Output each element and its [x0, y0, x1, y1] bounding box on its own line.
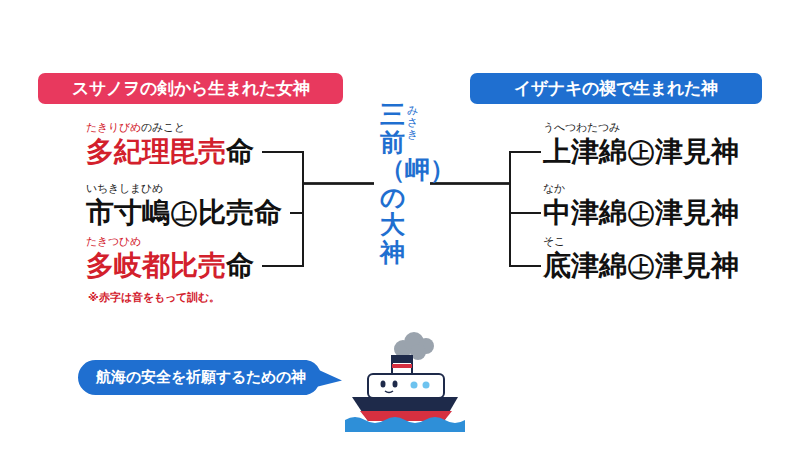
red-part: たきりびめ — [86, 121, 141, 134]
plain-part: 底津綿㊤津見神 — [543, 249, 739, 282]
plain-part: うへつわたつみ — [543, 121, 620, 134]
deity-name: そこ底津綿㊤津見神 — [543, 235, 739, 283]
bracket-connector — [430, 152, 541, 184]
plain-part: 市寸嶋㊤比売命 — [86, 196, 282, 229]
deity-name-text: 上津綿㊤津見神 — [543, 135, 739, 169]
plain-part: いちきしまひめ — [86, 182, 163, 195]
deity-name: たきつひめ多岐都比売命 — [86, 235, 254, 283]
bracket-connector — [430, 184, 541, 267]
deity-name-text: 中津綿㊤津見神 — [543, 196, 739, 230]
note-text: ※赤字は音をもって訓む。 — [88, 290, 220, 305]
bubble-outline — [78, 360, 342, 395]
group-header: スサノヲの剣から生まれた女神 — [38, 73, 343, 104]
plain-part: のみこと — [141, 121, 185, 134]
central-deity: 三前（岬）の大神みさき — [376, 101, 422, 266]
header-text: スサノヲの剣から生まれた女神 — [72, 80, 310, 97]
plain-part: 上津綿㊤津見神 — [543, 135, 739, 168]
deity-name: いちきしまひめ市寸嶋㊤比売命 — [86, 182, 282, 230]
plain-part: そこ — [543, 235, 565, 248]
plain-part: なか — [543, 182, 565, 195]
group-header: イザナキの禊で生まれた神 — [470, 73, 762, 104]
deity-name: うへつわたつみ上津綿㊤津見神 — [543, 121, 739, 169]
plain-part: 命 — [226, 135, 254, 168]
deity-name: たきりびめのみこと多紀理毘売命 — [86, 121, 254, 169]
water — [345, 417, 465, 432]
red-part: 多岐都比売 — [86, 249, 226, 282]
deity-name-text: 多紀理毘売命 — [86, 135, 254, 169]
plain-part: 命 — [226, 249, 254, 282]
hull — [352, 397, 458, 421]
bracket-connector — [262, 152, 374, 184]
deity-name-text: 市寸嶋㊤比売命 — [86, 196, 282, 230]
ruby-reading: そこ — [543, 235, 739, 249]
plain-part: 中津綿㊤津見神 — [543, 196, 739, 229]
ruby-reading: みさき — [407, 105, 418, 141]
red-part: 多紀理毘売 — [86, 135, 226, 168]
ruby-reading: たきりびめのみこと — [86, 121, 254, 135]
callout-text: 航海の安全を祈願するための神 — [96, 368, 306, 387]
red-part: たきつひめ — [86, 235, 141, 248]
deity-name-text: 多岐都比売命 — [86, 249, 254, 283]
ruby-reading: なか — [543, 182, 739, 196]
ruby-reading: たきつひめ — [86, 235, 254, 249]
ruby-reading: うへつわたつみ — [543, 121, 739, 135]
cabin — [368, 374, 444, 398]
bracket-connector — [430, 184, 541, 214]
header-text: イザナキの禊で生まれた神 — [514, 80, 718, 97]
deity-name-text: 底津綿㊤津見神 — [543, 249, 739, 283]
ruby-reading: いちきしまひめ — [86, 182, 282, 196]
vertical-name: 三前（岬）の大神 — [380, 101, 405, 266]
callout-bubble: 航海の安全を祈願するための神 — [78, 360, 324, 395]
deity-name: なか中津綿㊤津見神 — [543, 182, 739, 230]
